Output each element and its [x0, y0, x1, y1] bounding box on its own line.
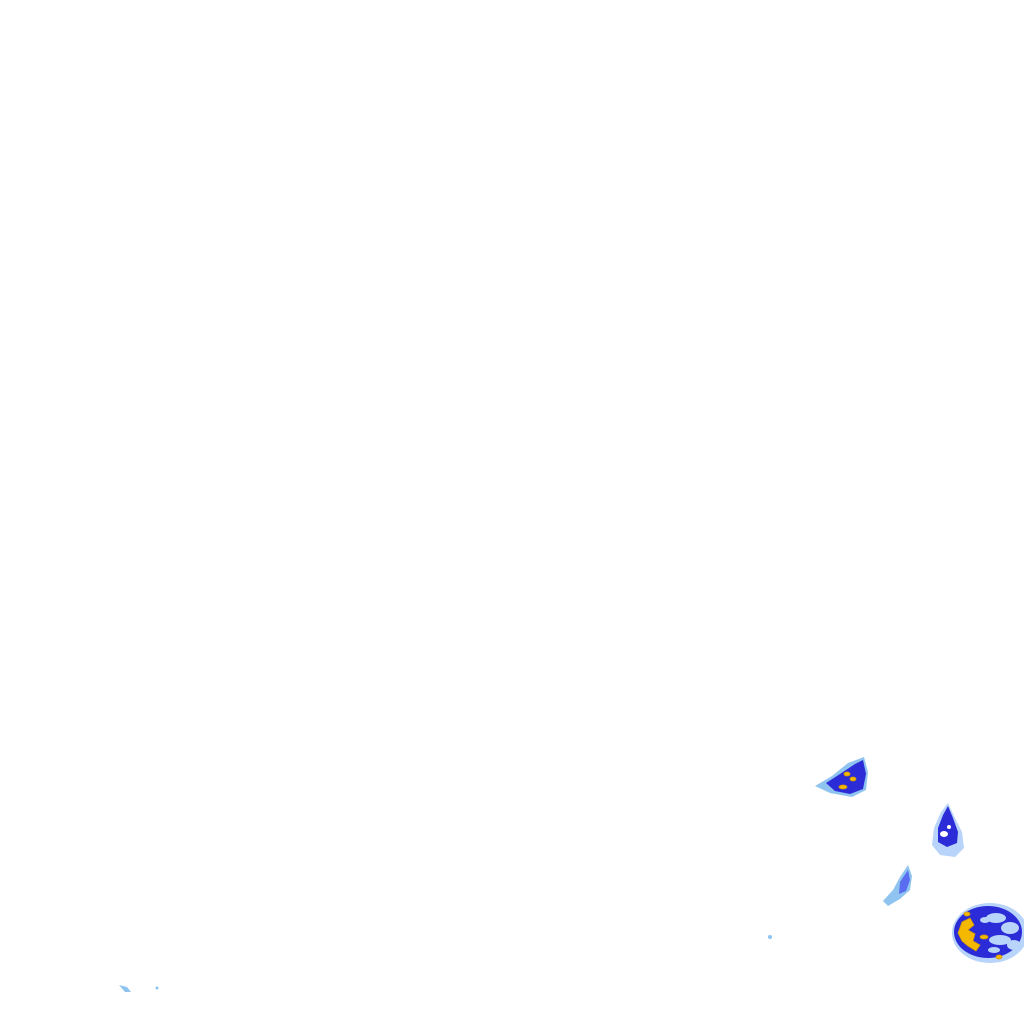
rain-cell-1-intense-spot	[843, 771, 851, 777]
rain-cell-1-intense-spot	[849, 776, 857, 782]
rain-speck	[155, 986, 159, 990]
rain-cell-1-heavy-core	[826, 760, 866, 794]
rain-cell-2	[932, 803, 964, 857]
rain-cell-4	[952, 903, 1024, 963]
rain-cell-4-intense-spot	[979, 934, 989, 940]
rain-cell-3-heavy-core	[899, 870, 910, 894]
rain-speck	[119, 985, 131, 992]
rain-speck	[768, 935, 772, 939]
rain-cell-4-pale-patches	[980, 913, 1021, 953]
rain-cell-1	[815, 757, 868, 797]
rain-cell-4-intense-spot	[963, 911, 971, 917]
rain-cell-4-intense-core	[957, 917, 981, 952]
rain-cell-2-gap	[940, 831, 948, 837]
rain-cell-1-intense-spot	[838, 784, 848, 790]
rain-cell-3	[883, 865, 912, 906]
rain-cell-4-intense-spot	[995, 954, 1003, 960]
rain-cell-2-gap	[947, 825, 951, 829]
